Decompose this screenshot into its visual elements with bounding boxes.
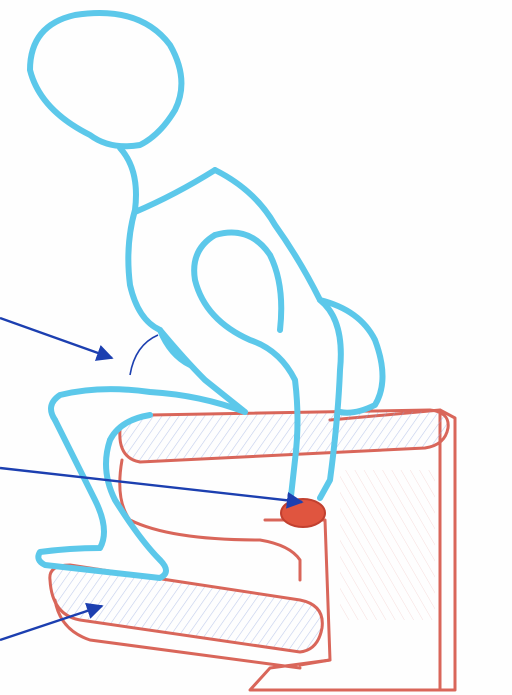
figure-upper-arm	[215, 233, 281, 331]
figure-arm-inner	[194, 235, 297, 505]
arrow-hand-rest	[0, 468, 302, 502]
figure-back	[120, 148, 160, 330]
hip-angle-arc	[130, 335, 158, 375]
figure-torso-side	[320, 300, 383, 413]
figure	[30, 13, 383, 578]
arrow-hip-angle	[0, 318, 112, 358]
chair-back-shading	[340, 470, 435, 620]
arrow-footrest	[0, 606, 102, 640]
figure-arm-outer	[320, 300, 341, 498]
chair-seat	[120, 410, 448, 462]
figure-collar	[135, 170, 215, 212]
figure-head	[30, 13, 181, 146]
hand-on-armrest	[281, 499, 325, 527]
